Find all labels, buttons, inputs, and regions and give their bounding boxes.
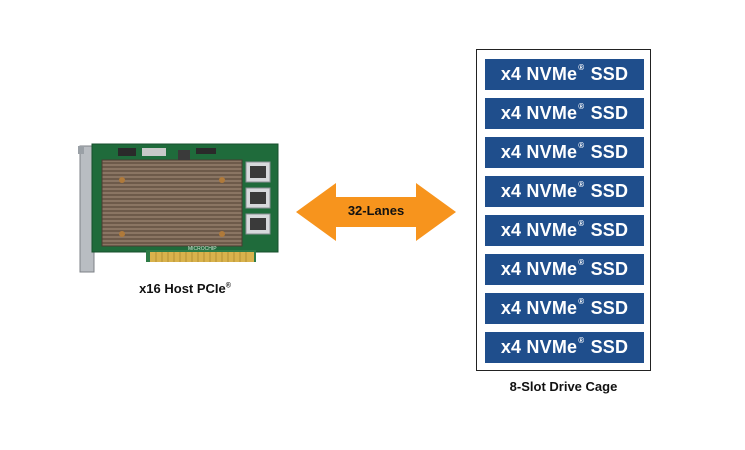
slot-mark: ® xyxy=(578,180,585,189)
slot-suffix: SSD xyxy=(590,103,629,123)
slot-prefix: x4 NVMe xyxy=(500,64,578,84)
heatsink xyxy=(101,159,243,247)
ssd-slot-8: x4 NVMe® SSD xyxy=(485,332,644,363)
double-arrow xyxy=(296,183,456,241)
host-card-caption-text: x16 Host PCIe xyxy=(139,281,226,296)
slot-prefix: x4 NVMe xyxy=(500,181,578,201)
host-pcie-card-image: MICROCHIP xyxy=(78,140,288,280)
slot-suffix: SSD xyxy=(590,298,629,318)
pcie-card-drawing: MICROCHIP xyxy=(78,143,279,273)
ssd-slot-2: x4 NVMe® SSD xyxy=(485,98,644,129)
slot-mark: ® xyxy=(578,102,585,111)
slot-mark: ® xyxy=(578,141,585,150)
slot-suffix: SSD xyxy=(590,220,629,240)
drive-connectors xyxy=(245,161,271,235)
slot-prefix: x4 NVMe xyxy=(500,103,578,123)
host-card-caption-mark: ® xyxy=(225,282,231,290)
slot-mark: ® xyxy=(578,297,585,306)
slot-suffix: SSD xyxy=(590,142,629,162)
slot-mark: ® xyxy=(578,219,585,228)
ssd-slot-1: x4 NVMe® SSD xyxy=(485,59,644,90)
gold-edge-connector xyxy=(150,252,254,262)
lane-count-label: 32-Lanes xyxy=(347,203,405,218)
slot-suffix: SSD xyxy=(590,181,629,201)
slot-prefix: x4 NVMe xyxy=(500,259,578,279)
double-arrow-icon xyxy=(296,183,456,241)
ssd-slot-5: x4 NVMe® SSD xyxy=(485,215,644,246)
slot-mark: ® xyxy=(578,63,585,72)
card-brand-text: MICROCHIP xyxy=(188,246,217,252)
slot-prefix: x4 NVMe xyxy=(500,142,578,162)
slot-suffix: SSD xyxy=(590,64,629,84)
slot-prefix: x4 NVMe xyxy=(500,298,578,318)
slot-mark: ® xyxy=(578,336,585,345)
drive-cage-caption: 8-Slot Drive Cage xyxy=(509,379,618,394)
drive-cage: x4 NVMe® SSD x4 NVMe® SSD x4 NVMe® SSD x… xyxy=(476,49,651,371)
ssd-slot-4: x4 NVMe® SSD xyxy=(485,176,644,207)
slot-suffix: SSD xyxy=(590,259,629,279)
slot-mark: ® xyxy=(578,258,585,267)
slot-prefix: x4 NVMe xyxy=(500,220,578,240)
slot-prefix: x4 NVMe xyxy=(500,337,578,357)
ssd-slot-7: x4 NVMe® SSD xyxy=(485,293,644,324)
ssd-slot-3: x4 NVMe® SSD xyxy=(485,137,644,168)
slot-suffix: SSD xyxy=(590,337,629,357)
host-card-caption: x16 Host PCIe® xyxy=(110,281,260,296)
ssd-slot-6: x4 NVMe® SSD xyxy=(485,254,644,285)
